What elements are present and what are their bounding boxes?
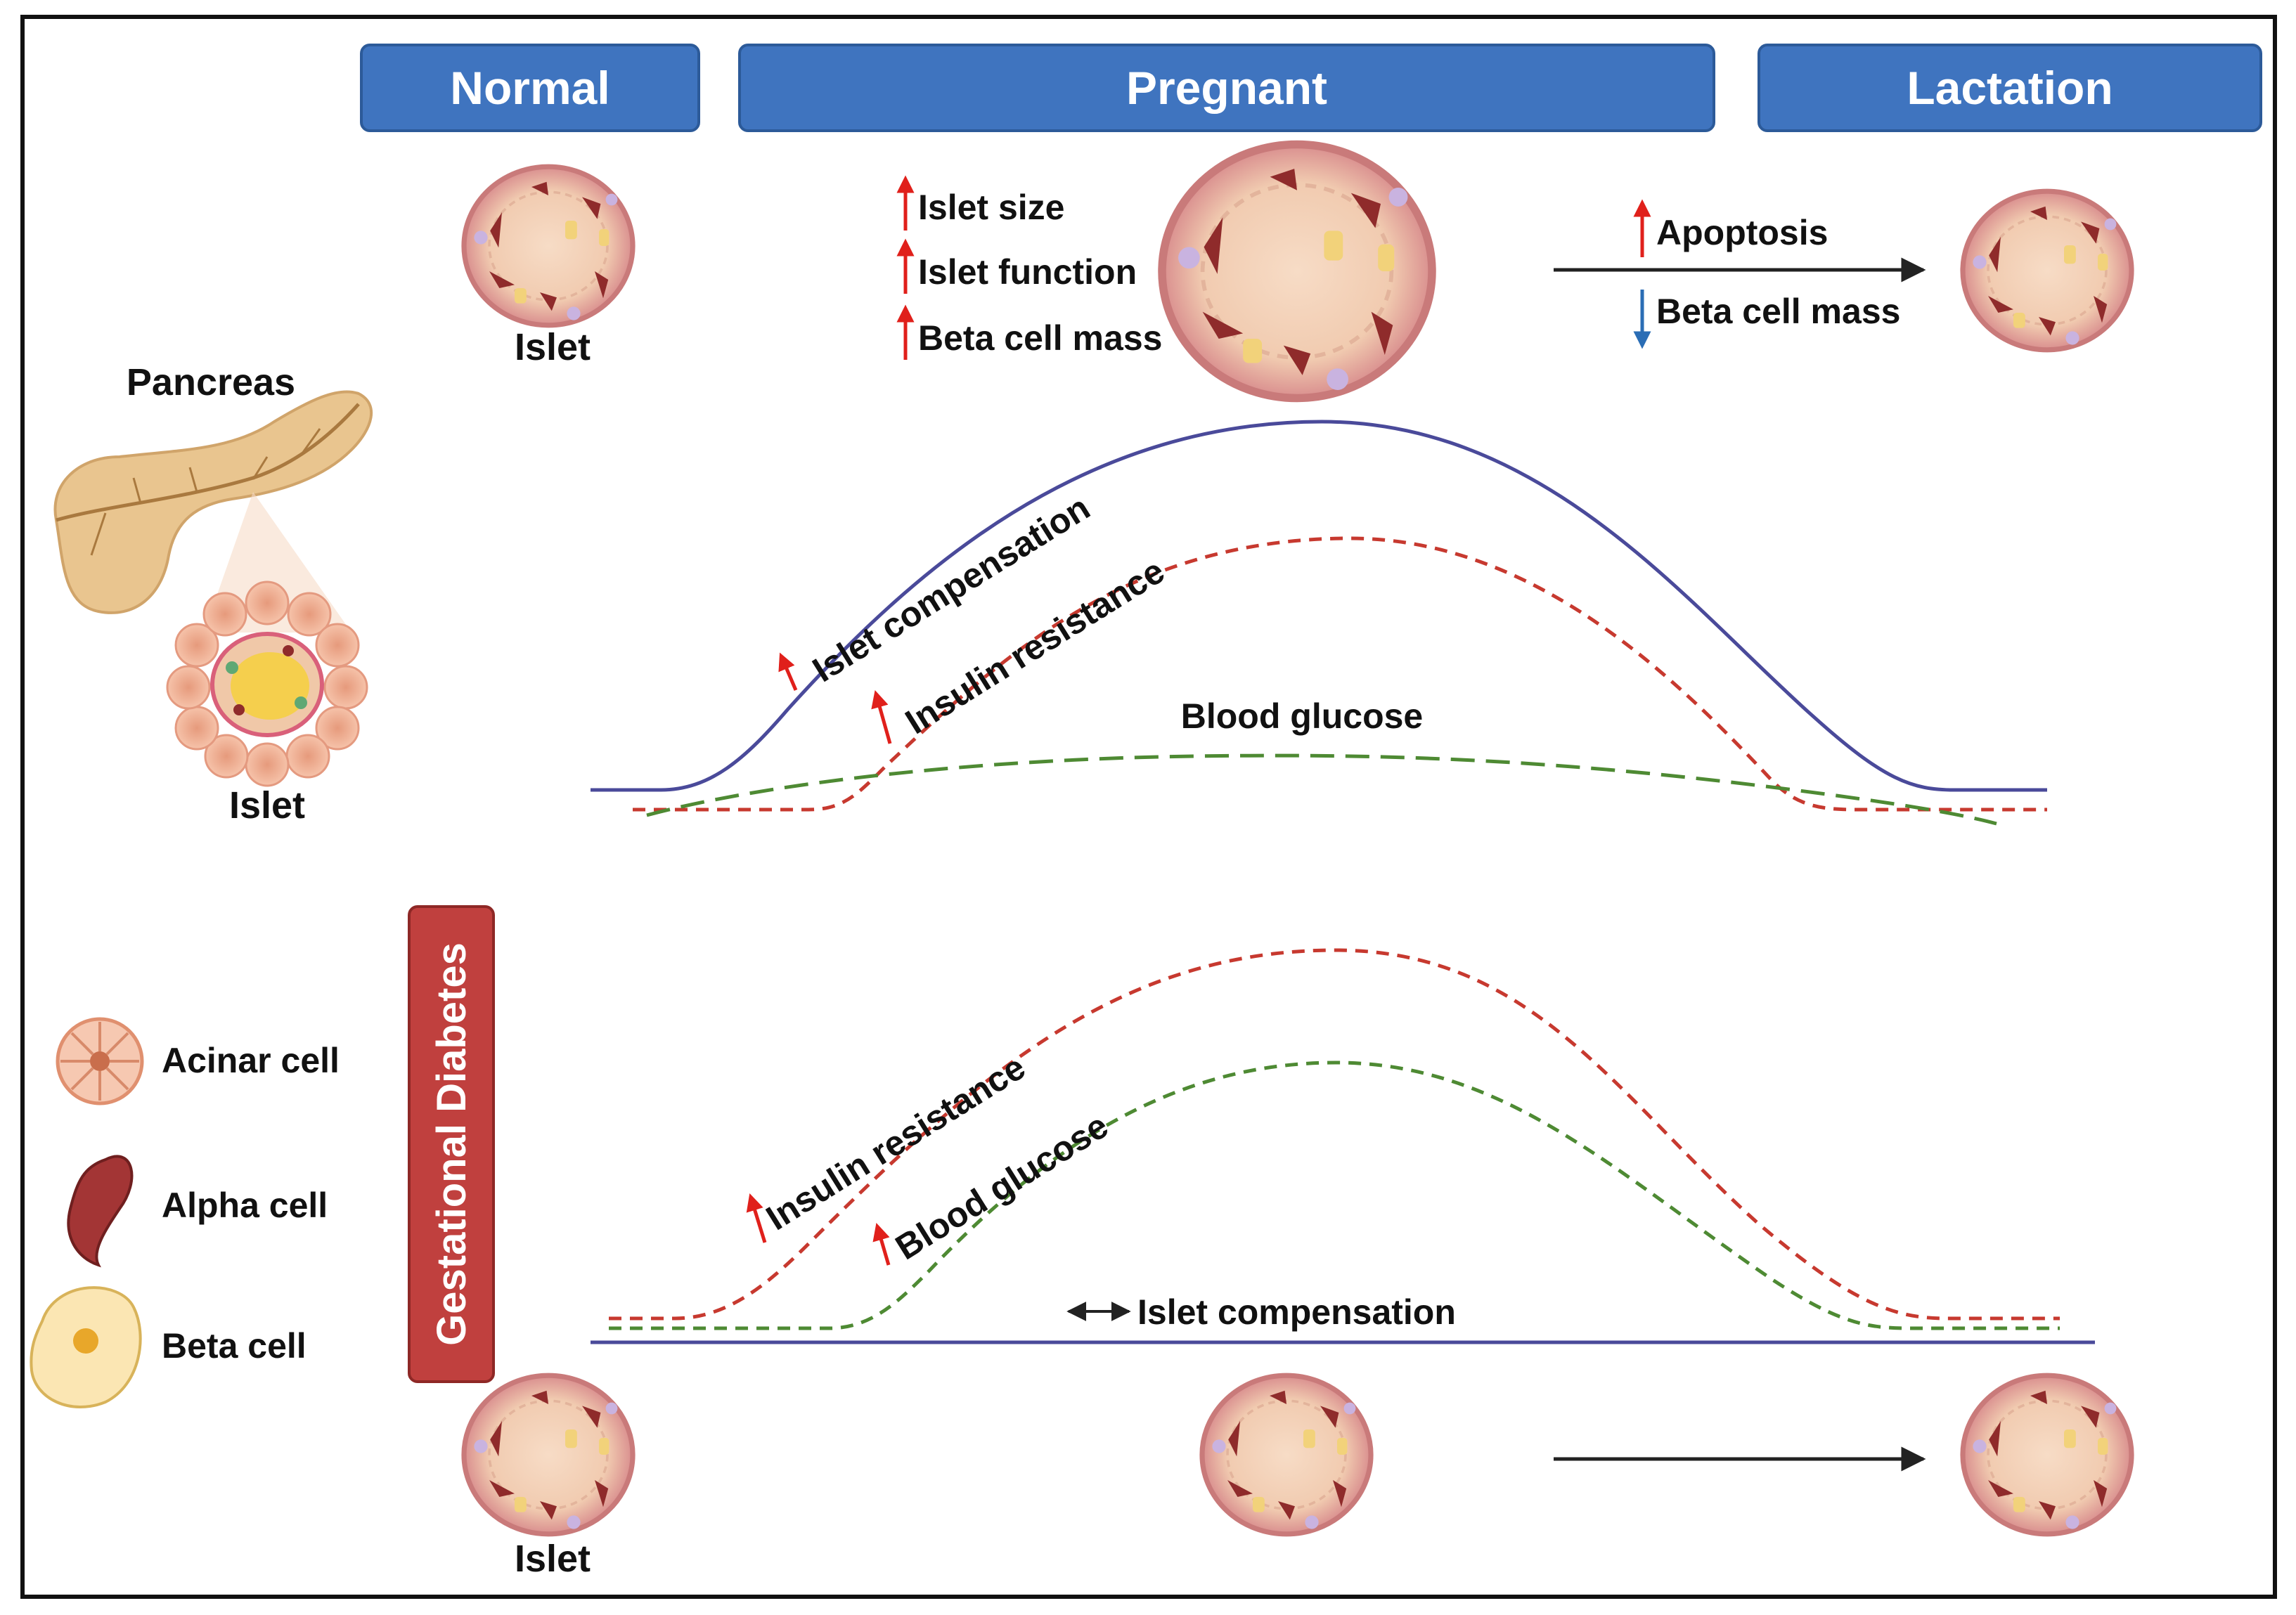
- pregnant-change-1: Islet size: [918, 188, 1064, 227]
- bottom-label-islet-compensation: Islet compensation: [1137, 1292, 1456, 1332]
- legend-alpha-label: Alpha cell: [162, 1186, 328, 1225]
- islet-cross-section: [166, 581, 368, 787]
- gdm-label: Gestational Diabetes: [429, 942, 475, 1346]
- lactation-islet: [1963, 191, 2131, 350]
- lactation-change-2: Beta cell mass: [1656, 292, 1900, 331]
- figure-border: [20, 15, 2277, 1599]
- pregnant-islet: [1162, 145, 1432, 398]
- left-islet-label: Islet: [229, 784, 305, 826]
- up-arrow-icon: [746, 1193, 767, 1243]
- normal-islet-label: Islet: [515, 326, 591, 368]
- beta-cell-icon: [30, 1286, 142, 1409]
- pregnant-changes: Islet size Islet function Beta cell mass: [896, 175, 1162, 360]
- header-lactation-label: Lactation: [1907, 62, 2113, 114]
- top-label-islet-compensation: Islet compensation: [806, 488, 1097, 689]
- pancreas-label: Pancreas: [127, 361, 295, 403]
- gdm-lactation-islet: [1963, 1375, 2131, 1534]
- up-arrow-icon: [871, 689, 892, 744]
- legend-beta-label: Beta cell: [162, 1326, 307, 1366]
- bottom-blood-glucose-curve: [609, 1061, 2060, 1330]
- up-arrow-icon: [778, 652, 798, 691]
- gdm-normal-islet: [464, 1375, 633, 1534]
- gdm-pregnant-islet: [1202, 1375, 1371, 1534]
- legend-acinar-label: Acinar cell: [162, 1041, 340, 1080]
- header-pregnant-label: Pregnant: [1126, 62, 1327, 114]
- up-arrow-icon: [872, 1223, 891, 1266]
- header-lactation: Lactation: [1758, 44, 2262, 132]
- lactation-change-1: Apoptosis: [1656, 213, 1828, 252]
- header-normal: Normal: [360, 44, 700, 132]
- pregnant-change-3: Beta cell mass: [918, 318, 1162, 358]
- normal-islet: [464, 167, 633, 325]
- acinar-cell-icon: [58, 1019, 142, 1103]
- pancreas-illustration: [53, 390, 373, 614]
- header-pregnant: Pregnant: [738, 44, 1715, 132]
- gdm-islet-label: Islet: [515, 1538, 591, 1580]
- pregnant-change-2: Islet function: [918, 252, 1137, 292]
- header-normal-label: Normal: [450, 62, 610, 114]
- top-islet-compensation-curve: [591, 420, 2047, 792]
- bottom-insulin-resistance-curve: [609, 948, 2060, 1321]
- legend: Acinar cell Alpha cell Beta cell: [30, 1019, 340, 1409]
- alpha-cell-icon: [67, 1155, 134, 1268]
- top-label-blood-glucose: Blood glucose: [1181, 696, 1423, 736]
- top-blood-glucose-curve: [646, 753, 1997, 826]
- header-gestational-diabetes: Gestational Diabetes: [408, 905, 495, 1383]
